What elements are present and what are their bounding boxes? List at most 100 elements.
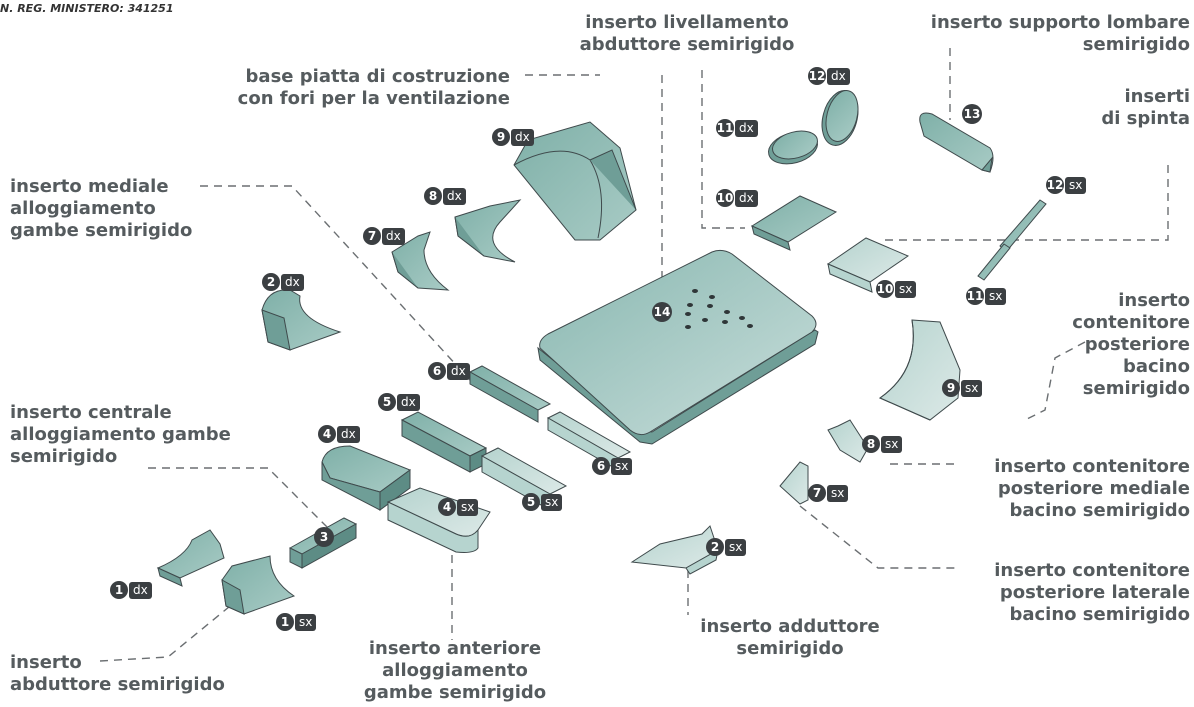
tag-number: 8: [424, 187, 442, 205]
leader-livellamento-box: [701, 70, 745, 229]
label-line: alloggiamento gambe: [10, 424, 231, 445]
label-line: gambe semirigido: [363, 682, 547, 703]
part-8dx: [454, 199, 522, 263]
part-1dx: [156, 529, 225, 587]
tag-side: dx: [511, 128, 534, 146]
part-5dx: [400, 411, 488, 473]
tag-side: sx: [541, 493, 563, 511]
tag-number: 9: [492, 128, 510, 146]
tag-number: 5: [522, 493, 540, 511]
label-line: alloggiamento: [10, 198, 156, 219]
tag-side: dx: [827, 67, 850, 85]
leader-contenitore-posteriore: [1024, 341, 1086, 421]
label-line: abduttore semirigido: [10, 674, 225, 695]
label-line: inserto adduttore: [700, 616, 880, 637]
part-9dx: [513, 121, 637, 241]
tag-number: 2: [262, 273, 280, 291]
label-base: base piatta di costruzione con fori per …: [190, 66, 510, 110]
tag-side: sx: [725, 538, 747, 556]
tag-side: dx: [735, 189, 758, 207]
tag-side: dx: [443, 187, 466, 205]
tag-side: sx: [827, 484, 849, 502]
tag-number: 7: [808, 484, 826, 502]
leader-spinta: [880, 165, 1169, 241]
tag-side: sx: [895, 280, 917, 298]
part-1sx: [221, 555, 296, 615]
part-12dx: [821, 90, 859, 146]
leader-contenitore-laterale: [799, 505, 960, 569]
label-line: inserto centrale: [10, 402, 172, 423]
label-line: bacino semirigido: [1009, 604, 1190, 625]
tag-number: 7: [363, 227, 381, 245]
label-line: semirigido: [736, 638, 844, 659]
label-livellamento: inserto livellamento abduttore semirigid…: [562, 12, 812, 56]
leader-mediale: [200, 185, 471, 381]
label-contenitore-posteriore: inserto contenitore posteriore bacino se…: [1040, 290, 1190, 400]
part-13: [919, 112, 994, 173]
label-line: inserto mediale: [10, 176, 169, 197]
label-contenitore-mediale: inserto contenitore posteriore mediale b…: [960, 456, 1190, 522]
tag-number: 11: [716, 119, 734, 137]
tag-side: sx: [1065, 176, 1087, 194]
tag-side: sx: [961, 379, 983, 397]
label-lombare: inserto supporto lombare semirigido: [880, 12, 1190, 56]
tag-number: 8: [862, 435, 880, 453]
label-line: inserto contenitore: [994, 560, 1190, 581]
label-line: inserto contenitore: [994, 456, 1190, 477]
tag-side: dx: [382, 227, 405, 245]
part-2sx: [630, 525, 719, 575]
label-line: abduttore semirigido: [579, 34, 795, 55]
part-7sx: [779, 461, 809, 505]
label-mediale: inserto mediale alloggiamento gambe semi…: [10, 176, 192, 242]
part-7dx: [391, 231, 450, 291]
registration-number: N. REG. MINISTERO: 341251: [0, 2, 174, 15]
tag-side: sx: [457, 498, 479, 516]
label-abduttore: inserto abduttore semirigido: [10, 652, 225, 696]
label-line: semirigido: [1082, 378, 1190, 399]
tag-side: dx: [735, 119, 758, 137]
label-line: contenitore: [1072, 312, 1190, 333]
tag-number: 2: [706, 538, 724, 556]
label-line: posteriore laterale: [999, 582, 1190, 603]
label-line: di spinta: [1101, 108, 1190, 129]
part-2dx: [261, 289, 342, 351]
label-line: bacino semirigido: [1009, 500, 1190, 521]
leader-centrale: [148, 467, 331, 531]
badge-13: 13: [962, 104, 982, 124]
tag-number: 11: [966, 287, 984, 305]
tag-number: 12: [808, 67, 826, 85]
tag-number: 12: [1046, 176, 1064, 194]
tag-side: dx: [337, 425, 360, 443]
tag-number: 1: [110, 581, 128, 599]
label-line: inserto: [10, 652, 82, 673]
label-line: posteriore mediale: [997, 478, 1190, 499]
tag-side: sx: [881, 435, 903, 453]
badge-14: 14: [652, 302, 672, 322]
part-11sx: [977, 243, 1011, 281]
badge-3: 3: [314, 527, 334, 547]
label-line: inserti: [1124, 86, 1190, 107]
label-line: con fori per la ventilazione: [237, 88, 510, 109]
label-contenitore-laterale: inserto contenitore posteriore laterale …: [960, 560, 1190, 626]
label-anteriore: inserto anteriore alloggiamento gambe se…: [360, 638, 550, 704]
tag-side: dx: [397, 393, 420, 411]
